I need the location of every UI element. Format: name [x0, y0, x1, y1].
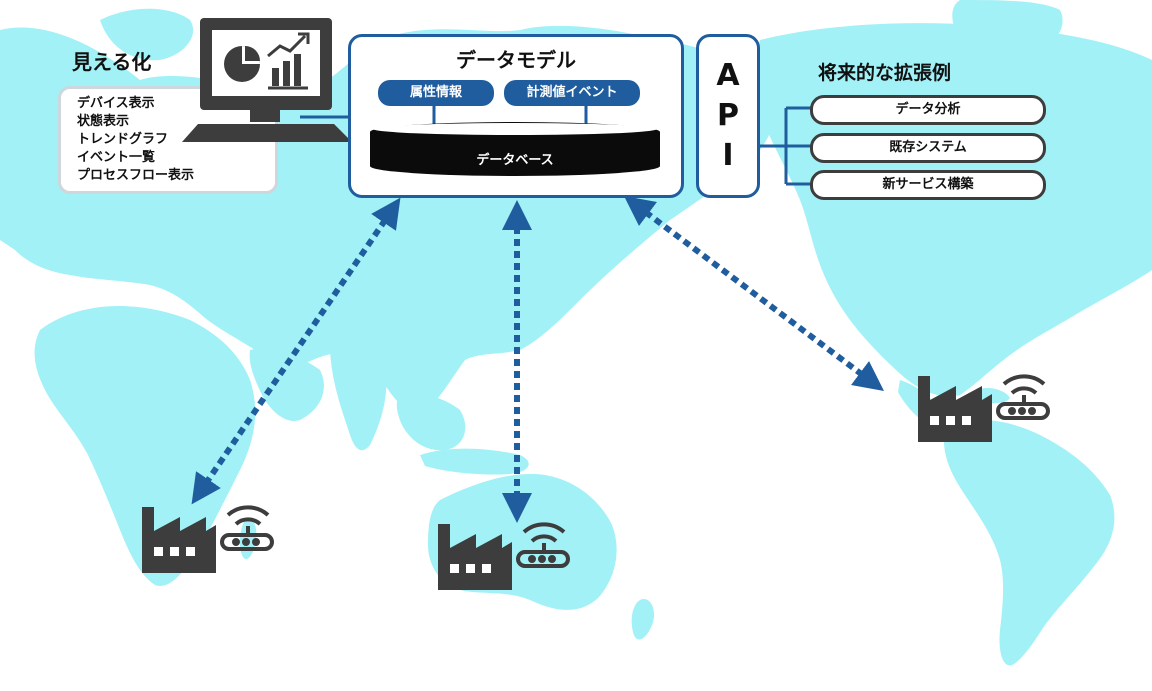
list-item: トレンドグラフ [77, 132, 169, 147]
extensions-title: 将来的な拡張例 [818, 62, 952, 84]
site-icon-south-america-west [142, 505, 274, 573]
pie-chart-icon [224, 46, 260, 82]
map-indonesia [420, 448, 529, 475]
map-se-asia [396, 393, 466, 451]
database-label: データベース [476, 153, 554, 168]
extension-data-analysis: データ分析 [810, 95, 1046, 125]
list-item: プロセスフロー表示 [77, 168, 195, 183]
factory-icon [918, 376, 992, 442]
site-icon-south-america [918, 374, 1050, 442]
map-north-europe [100, 8, 194, 61]
map-new-zealand [631, 599, 655, 640]
map-greenland [952, 0, 1063, 61]
api-letter-a: A [716, 58, 740, 93]
arrow-to-factory-south-america-west [191, 197, 401, 505]
tag-measurement-event: 計測値イベント [504, 80, 640, 106]
wifi-router-icon [996, 374, 1050, 420]
factory-icon [438, 524, 512, 590]
extension-new-service: 新サービス構築 [810, 170, 1046, 200]
database-cylinder-icon [370, 104, 660, 176]
monitor-icon [182, 18, 352, 142]
factory-icon [142, 507, 216, 573]
wifi-router-icon [220, 505, 274, 551]
tag-attribute-info: 属性情報 [378, 80, 494, 106]
bar-chart-icon [267, 32, 310, 90]
visualization-title: 見える化 [72, 50, 152, 74]
map-south-america [943, 419, 1115, 666]
api-letter-p: P [717, 98, 739, 133]
list-item: イベント一覧 [77, 150, 156, 165]
data-model-title: データモデル [456, 48, 576, 72]
api-panel: A P I [696, 34, 760, 198]
map-japan [556, 228, 589, 291]
api-connector-lines [758, 106, 814, 186]
arrow-to-factory-south-america [624, 196, 884, 391]
api-letter-i: I [722, 138, 734, 173]
list-item: 状態表示 [77, 114, 130, 129]
extension-existing-system: 既存システム [810, 133, 1046, 163]
wifi-router-icon [516, 522, 570, 568]
monitor-connector-line [300, 115, 352, 119]
site-icon-australia [438, 522, 570, 590]
list-item: デバイス表示 [77, 96, 155, 111]
